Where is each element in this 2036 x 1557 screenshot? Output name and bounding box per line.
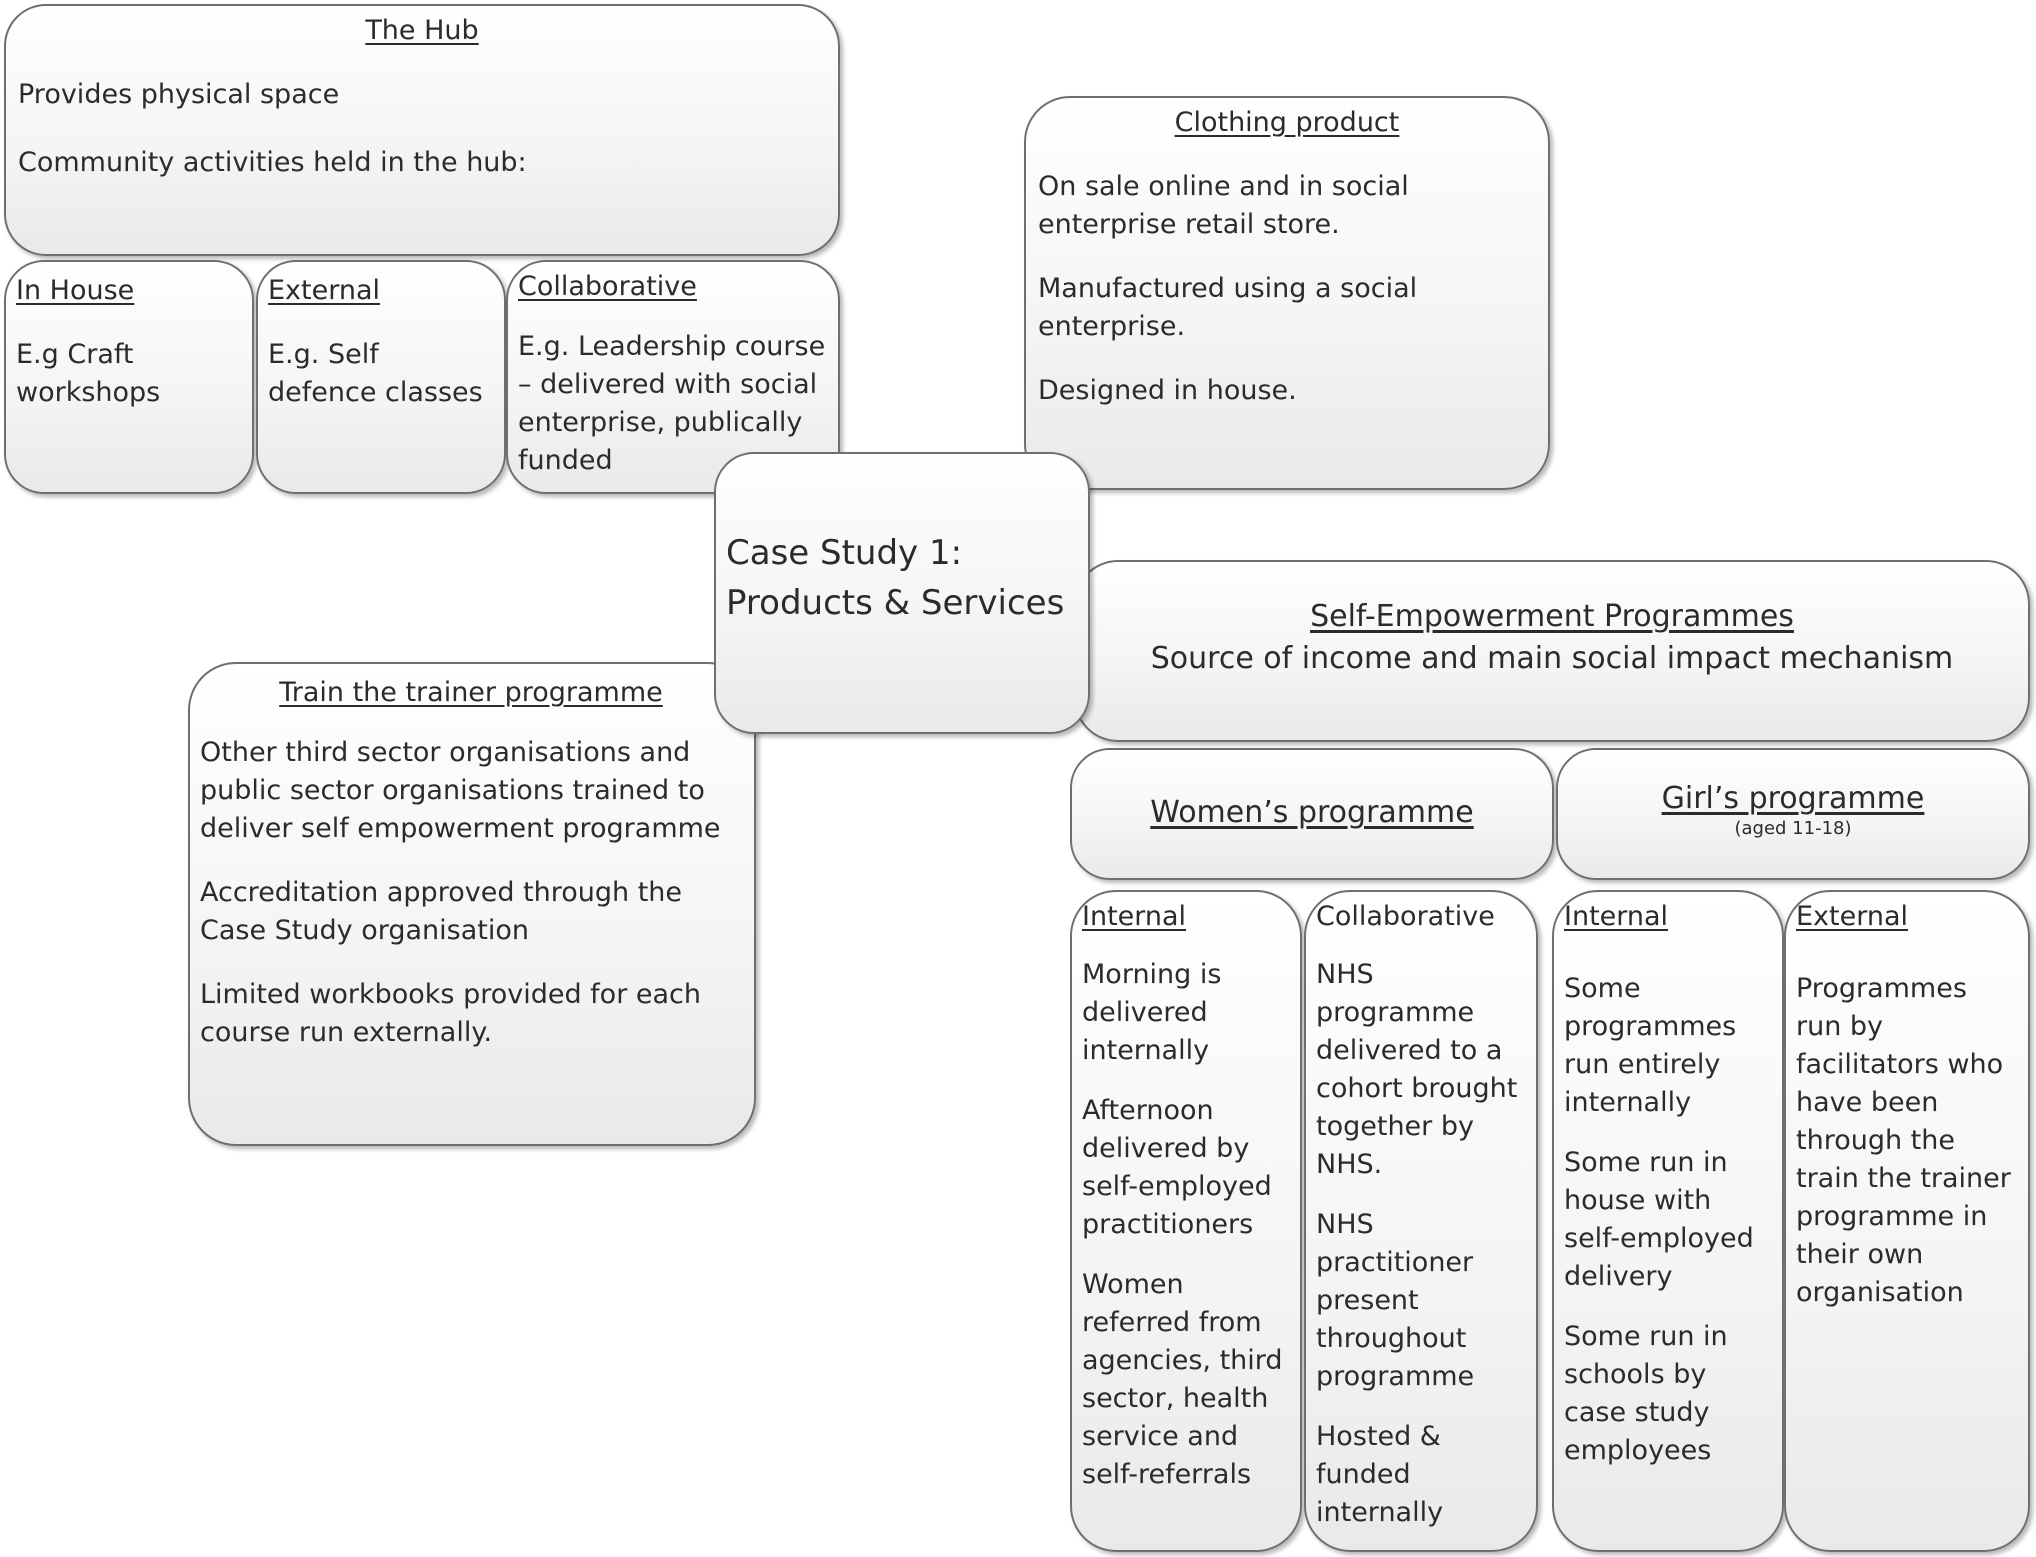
girls-internal-text-3: Some run in schools by case study employ… — [1564, 1321, 1728, 1466]
clothing-text-2: Manufactured using a social enterprise. — [1038, 273, 1418, 342]
girls-programme-age: (aged 11-18) — [1734, 818, 1852, 839]
trainer-title: Train the trainer programme — [279, 677, 663, 708]
hub-collaborative-title: Collaborative — [518, 271, 697, 302]
girls-external-text-1: Programmes run by facilitators who have … — [1796, 973, 2011, 1308]
womens-programme-title: Women’s programme — [1150, 795, 1474, 830]
hub-collaborative-text: E.g. Leadership course – delivered with … — [518, 331, 826, 476]
hub-line-2: Community activities held in the hub: — [18, 147, 527, 178]
self-empowerment-subtitle: Source of income and main social impact … — [1150, 641, 1954, 676]
womens-internal-text-2: Afternoon delivered by self-employed pra… — [1082, 1095, 1272, 1240]
girls-programme-title: Girl’s programme — [1661, 781, 1925, 816]
hub-external-title: External — [268, 275, 381, 306]
self-empowerment-box: Self-Empowerment Programmes Source of in… — [1074, 560, 2030, 742]
hub-external-box: External E.g. Self defence classes — [256, 260, 506, 494]
clothing-text-1: On sale online and in social enterprise … — [1038, 171, 1409, 240]
girls-internal-text-1: Some programmes run entirely internally — [1564, 973, 1737, 1118]
hub-in-house-text: E.g Craft workshops — [16, 339, 161, 408]
trainer-text-1: Other third sector organisations and pub… — [200, 737, 721, 844]
self-empowerment-title: Self-Empowerment Programmes — [1310, 599, 1794, 634]
girls-external-title: External — [1796, 901, 1909, 932]
girls-external-box: External Programmes run by facilitators … — [1784, 890, 2030, 1552]
womens-programme-box: Women’s programme — [1070, 748, 1554, 880]
hub-title: The Hub — [365, 15, 479, 46]
trainer-text-2: Accreditation approved through the Case … — [200, 877, 683, 946]
womens-internal-box: Internal Morning is delivered internally… — [1070, 890, 1302, 1552]
womens-collaborative-box: Collaborative NHS programme delivered to… — [1304, 890, 1538, 1552]
womens-collaborative-text-2: NHS practitioner present throughout prog… — [1316, 1209, 1475, 1392]
train-the-trainer-box: Train the trainer programme Other third … — [188, 662, 756, 1146]
womens-collaborative-text-3: Hosted & funded internally — [1316, 1421, 1444, 1528]
hub-external-text: E.g. Self defence classes — [268, 339, 483, 408]
womens-internal-text-3: Women referred from agencies, third sect… — [1082, 1269, 1283, 1490]
womens-internal-text-1: Morning is delivered internally — [1082, 959, 1222, 1066]
center-line-2: Products & Services — [726, 583, 1065, 623]
center-line-1: Case Study 1: — [726, 533, 963, 573]
clothing-text-3: Designed in house. — [1038, 375, 1297, 406]
womens-collaborative-text-1: NHS programme delivered to a cohort brou… — [1316, 959, 1518, 1180]
hub-in-house-box: In House E.g Craft workshops — [4, 260, 254, 494]
girls-programme-box: Girl’s programme (aged 11-18) — [1556, 748, 2030, 880]
girls-internal-box: Internal Some programmes run entirely in… — [1552, 890, 1784, 1552]
hub-box: The Hub Provides physical space Communit… — [4, 4, 840, 256]
trainer-text-3: Limited workbooks provided for each cour… — [200, 979, 702, 1048]
hub-collaborative-box: Collaborative E.g. Leadership course – d… — [506, 260, 840, 494]
womens-collaborative-title: Collaborative — [1316, 901, 1495, 932]
girls-internal-text-2: Some run in house with self-employed del… — [1564, 1147, 1754, 1292]
womens-internal-title: Internal — [1082, 901, 1187, 932]
hub-line-1: Provides physical space — [18, 79, 340, 110]
clothing-title: Clothing product — [1174, 107, 1400, 138]
hub-in-house-title: In House — [16, 275, 135, 306]
girls-internal-title: Internal — [1564, 901, 1669, 932]
clothing-product-box: Clothing product On sale online and in s… — [1024, 96, 1550, 490]
case-study-center-box: Case Study 1: Products & Services — [714, 452, 1090, 734]
